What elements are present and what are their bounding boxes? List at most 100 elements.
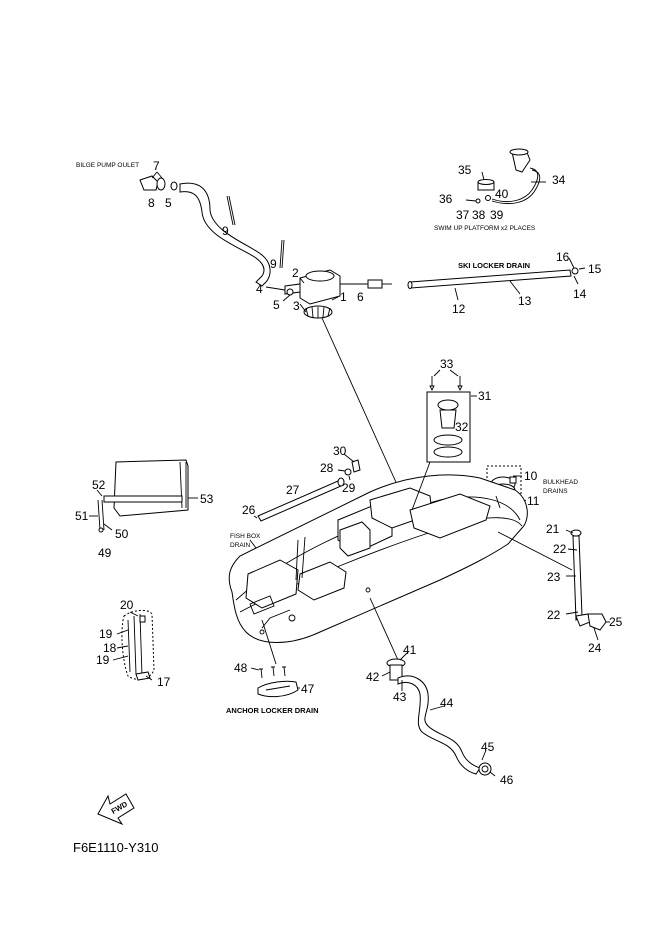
part-number-52: 52 xyxy=(92,478,106,492)
part-number-8: 8 xyxy=(148,196,155,210)
drain-hose xyxy=(397,675,481,775)
part-number-41: 41 xyxy=(403,643,417,657)
ski-locker-drain-hose xyxy=(409,269,572,289)
part-number-12: 12 xyxy=(452,302,466,316)
part-number-29: 29 xyxy=(342,481,356,495)
fish-box-fitting xyxy=(351,459,361,473)
pump-connector xyxy=(367,279,383,289)
part-number-53: 53 xyxy=(200,492,214,506)
part-number-47: 47 xyxy=(301,682,315,696)
part-number-38: 38 xyxy=(472,208,486,222)
part-number-11: 11 xyxy=(527,494,540,508)
outlet-fitting xyxy=(139,175,159,191)
part-number-10: 10 xyxy=(524,469,538,483)
part-number-25: 25 xyxy=(609,615,623,629)
part-number-7: 7 xyxy=(153,159,160,173)
drain-fitting xyxy=(571,267,579,275)
right-drain-hose xyxy=(572,535,583,621)
part-number-23: 23 xyxy=(547,570,561,584)
fwd-arrow: FWD xyxy=(97,793,135,826)
part-number-51: 51 xyxy=(75,509,89,523)
drain-base xyxy=(433,446,463,458)
ski-locker-drain-group: SKI LOCKER DRAIN 16 15 14 12 13 xyxy=(407,250,602,316)
part-number-50: 50 xyxy=(115,527,129,541)
part-number-34: 34 xyxy=(552,173,566,187)
anchor-locker-drain-group: 48 47 ANCHOR LOCKER DRAIN xyxy=(226,661,319,715)
drain-cap xyxy=(437,399,459,411)
part-number-30: 30 xyxy=(333,444,347,458)
bulkhead-drains-caption-1: BULKHEAD xyxy=(543,479,578,486)
anchor-drain-bracket xyxy=(257,680,299,698)
part-number-40: 40 xyxy=(495,187,509,201)
part-number-42: 42 xyxy=(366,670,380,684)
part-number-48: 48 xyxy=(234,661,248,675)
anchor-locker-drain-caption: ANCHOR LOCKER DRAIN xyxy=(226,706,319,715)
side-panel-inset xyxy=(121,609,155,680)
fish-box-drain-caption-2: DRAIN xyxy=(230,542,251,549)
part-number-5b: 5 xyxy=(273,298,280,312)
boat-hull xyxy=(228,461,573,665)
transom-drain-group: 41 42 43 44 45 46 xyxy=(366,643,514,787)
platform-screw xyxy=(485,195,491,201)
part-number-9: 9 xyxy=(222,224,229,238)
cockpit-seat xyxy=(297,561,347,601)
swim-up-platform-caption: SWIM UP PLATFORM x2 PLACES xyxy=(434,225,536,232)
part-number-31: 31 xyxy=(478,389,492,403)
part-number-14: 14 xyxy=(573,287,587,301)
windshield xyxy=(339,521,371,557)
bilge-pump-group: 2 9 4 5 3 1 6 xyxy=(256,239,405,501)
storage-box-group: 52 53 51 50 49 xyxy=(75,459,214,560)
drain-outlet-fitting xyxy=(587,613,607,631)
part-number-28: 28 xyxy=(320,461,334,475)
part-number-43: 43 xyxy=(393,690,407,704)
diagram-code: F6E1110-Y310 xyxy=(73,840,159,855)
swim-up-platform-group: 35 40 36 37 38 39 34 SWIM UP PLATFORM x2… xyxy=(434,148,566,232)
drain-plug xyxy=(478,762,492,776)
part-number-27: 27 xyxy=(286,483,300,497)
part-number-19b: 19 xyxy=(96,653,110,667)
outlet-clamp xyxy=(170,181,178,191)
right-drain-hose-group: 21 22 23 22 25 24 xyxy=(546,522,623,655)
part-number-6: 6 xyxy=(357,290,364,304)
part-number-4: 4 xyxy=(256,282,263,296)
part-number-5: 5 xyxy=(165,196,172,210)
hose-tie xyxy=(226,195,234,226)
part-number-1: 1 xyxy=(340,290,347,304)
part-number-39: 39 xyxy=(490,208,504,222)
fish-box-drain-caption-1: FISH BOX xyxy=(230,533,261,540)
part-number-15: 15 xyxy=(588,262,602,276)
bilge-outlet-hose xyxy=(179,182,271,287)
fish-box-nut xyxy=(344,468,352,476)
part-number-9b: 9 xyxy=(270,257,277,271)
part-number-26: 26 xyxy=(242,503,256,517)
drain-plug-inset-group: 33 31 32 xyxy=(426,357,492,463)
part-number-16: 16 xyxy=(556,250,570,264)
part-number-32: 32 xyxy=(455,420,469,434)
part-number-22: 22 xyxy=(553,542,567,556)
storage-box xyxy=(113,459,189,517)
bilge-pump-outlet-caption: BILGE PUMP OULET xyxy=(76,162,139,169)
bilge-pump-outlet-group: BILGE PUMP OULET 7 8 5 9 xyxy=(76,159,271,287)
storage-box-hose xyxy=(103,495,183,503)
bow-seat xyxy=(245,559,299,609)
side-panel-group: 20 19 18 19 17 xyxy=(96,598,171,689)
part-number-46: 46 xyxy=(500,773,514,787)
part-number-20: 20 xyxy=(120,598,134,612)
outlet-nut xyxy=(156,177,166,191)
part-number-22b: 22 xyxy=(547,608,561,622)
part-number-2: 2 xyxy=(292,266,299,280)
tie-strap xyxy=(279,239,283,269)
rear-deck xyxy=(409,493,491,539)
part-number-21: 21 xyxy=(546,522,560,536)
part-number-36: 36 xyxy=(439,192,453,206)
part-number-18: 18 xyxy=(103,641,117,655)
ski-locker-drain-caption: SKI LOCKER DRAIN xyxy=(458,261,530,270)
bulkhead-drains-caption-2: DRAINS xyxy=(543,488,568,495)
part-number-35: 35 xyxy=(458,163,472,177)
part-number-37: 37 xyxy=(456,208,470,222)
platform-washer xyxy=(475,198,481,204)
pump-clamp xyxy=(286,288,294,296)
part-number-33: 33 xyxy=(440,357,454,371)
part-number-49: 49 xyxy=(98,546,112,560)
